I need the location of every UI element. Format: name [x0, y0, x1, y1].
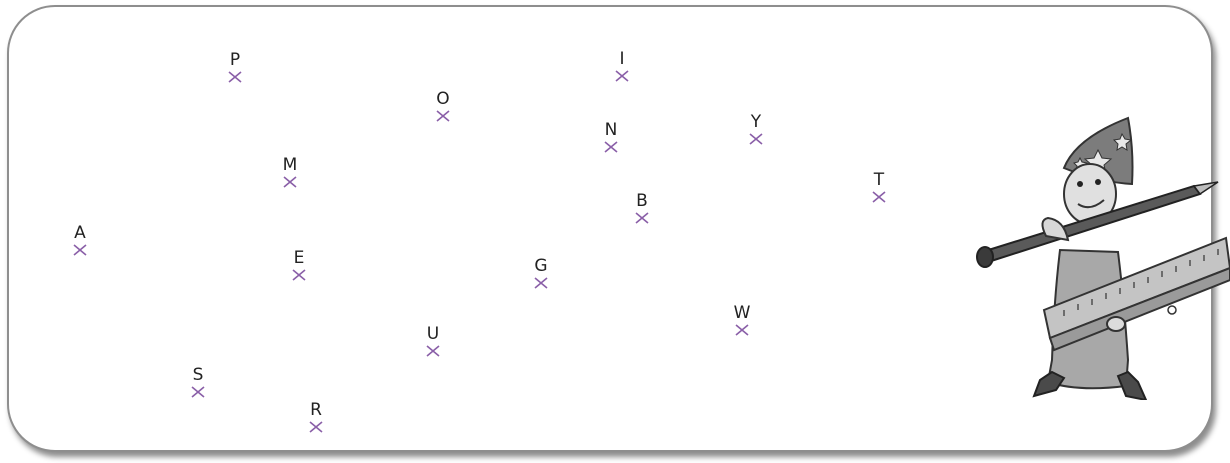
cross-mark — [872, 191, 886, 203]
cross-mark — [615, 70, 629, 82]
cross-mark — [749, 133, 763, 145]
point-label: Y — [736, 114, 776, 131]
point-s: S — [178, 367, 218, 411]
point-label: E — [279, 250, 319, 267]
point-n: N — [591, 122, 631, 166]
cross-mark — [228, 71, 242, 83]
point-label: M — [270, 157, 310, 174]
point-label: W — [722, 305, 762, 322]
cross-mark — [735, 324, 749, 336]
cross-mark — [309, 421, 323, 433]
point-label: N — [591, 122, 631, 139]
point-label: P — [215, 52, 255, 69]
cross-mark — [73, 244, 87, 256]
point-o: O — [423, 91, 463, 135]
point-label: B — [622, 193, 662, 210]
cross-mark — [283, 176, 297, 188]
point-label: T — [859, 172, 899, 189]
wizard-illustration — [968, 110, 1230, 400]
cross-mark — [292, 269, 306, 281]
point-u: U — [413, 326, 453, 370]
cross-mark — [604, 141, 618, 153]
cross-mark — [635, 212, 649, 224]
cross-mark — [426, 345, 440, 357]
point-w: W — [722, 305, 762, 349]
point-i: I — [602, 51, 642, 95]
cross-mark — [191, 386, 205, 398]
point-label: S — [178, 367, 218, 384]
point-label: G — [521, 258, 561, 275]
point-b: B — [622, 193, 662, 237]
point-t: T — [859, 172, 899, 216]
point-y: Y — [736, 114, 776, 158]
point-g: G — [521, 258, 561, 302]
point-label: I — [602, 51, 642, 68]
point-label: R — [296, 402, 336, 419]
point-m: M — [270, 157, 310, 201]
point-label: A — [60, 225, 100, 242]
point-p: P — [215, 52, 255, 96]
cross-mark — [534, 277, 548, 289]
point-r: R — [296, 402, 336, 446]
point-label: U — [413, 326, 453, 343]
cross-mark — [436, 110, 450, 122]
point-label: O — [423, 91, 463, 108]
point-a: A — [60, 225, 100, 269]
point-e: E — [279, 250, 319, 294]
